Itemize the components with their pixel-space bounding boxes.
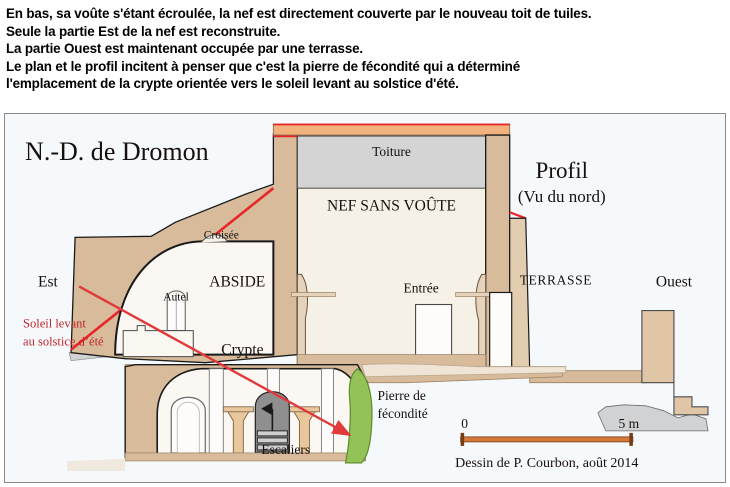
paragraph-line: l'emplacement de la crypte orientée vers…: [6, 76, 459, 92]
entree-passage: [489, 291, 513, 372]
paragraph-line: La partie Ouest est maintenant occupée p…: [6, 41, 363, 57]
label-escaliers: Escaliers: [261, 442, 310, 457]
bedrock-slope: [360, 363, 567, 378]
view-title: Profil: [536, 157, 588, 183]
figure-panel: N.-D. de Dromon Profil (Vu du nord) Est …: [4, 113, 726, 483]
east-lower-ledge: [67, 458, 126, 471]
crypt-arch-left: [170, 396, 206, 454]
escaliers-stairwell: [254, 391, 291, 457]
label-abside: ABSIDE: [209, 273, 265, 290]
label-croisee: Croisée: [204, 229, 239, 241]
ground-rock-west: [597, 404, 709, 432]
label-crypte: Crypte: [221, 342, 263, 359]
figure-title: N.-D. de Dromon: [25, 137, 209, 166]
label-pierre-line1: Pierre de: [378, 388, 426, 403]
paragraph-line: Seule la partie Est de la nef est recons…: [6, 23, 281, 39]
sunrise-ray-arrow: [78, 285, 352, 437]
label-pierre-line2: fécondité: [378, 406, 428, 421]
crypt-floor: [124, 452, 366, 462]
apse-window: [166, 290, 186, 332]
label-est: Est: [38, 273, 59, 290]
pierre-de-fecondite-stone: [344, 367, 373, 464]
label-entree: Entrée: [404, 280, 439, 295]
altar-block: [122, 325, 194, 358]
label-toiture: Toiture: [372, 144, 411, 159]
scale-bar: 0 5 m: [460, 416, 640, 446]
roof-tiles-strip: [272, 123, 511, 136]
label-ouest: Ouest: [656, 273, 693, 290]
view-subtitle: (Vu du nord): [518, 187, 606, 206]
intro-paragraph: En bas, sa voûte s'étant écroulée, la ne…: [0, 0, 730, 93]
terrasse-block: [509, 217, 647, 384]
label-soleil-line1: Soleil levant: [23, 317, 86, 331]
paragraph-line: Le plan et le profil incitent à penser q…: [6, 58, 520, 74]
scale-start-label: 0: [461, 416, 468, 431]
label-nef: NEF SANS VOÛTE: [327, 197, 456, 214]
red-roof-line-west: [509, 211, 527, 220]
apse-vault: [114, 234, 275, 356]
west-terminal-wall: [641, 309, 709, 416]
label-soleil-line2: au solstice d’été: [23, 335, 104, 349]
scale-end-label: 5 m: [619, 416, 640, 431]
cross-section-drawing: N.-D. de Dromon Profil (Vu du nord) Est …: [23, 123, 709, 471]
toiture-band: [296, 135, 487, 189]
label-terrasse: TERRASSE: [520, 272, 592, 287]
paragraph-line: En bas, sa voûte s'étant écroulée, la ne…: [6, 6, 592, 21]
drawing-credit: Dessin de P. Courbon, août 2014: [455, 456, 638, 471]
label-autel: Autel: [163, 292, 189, 304]
